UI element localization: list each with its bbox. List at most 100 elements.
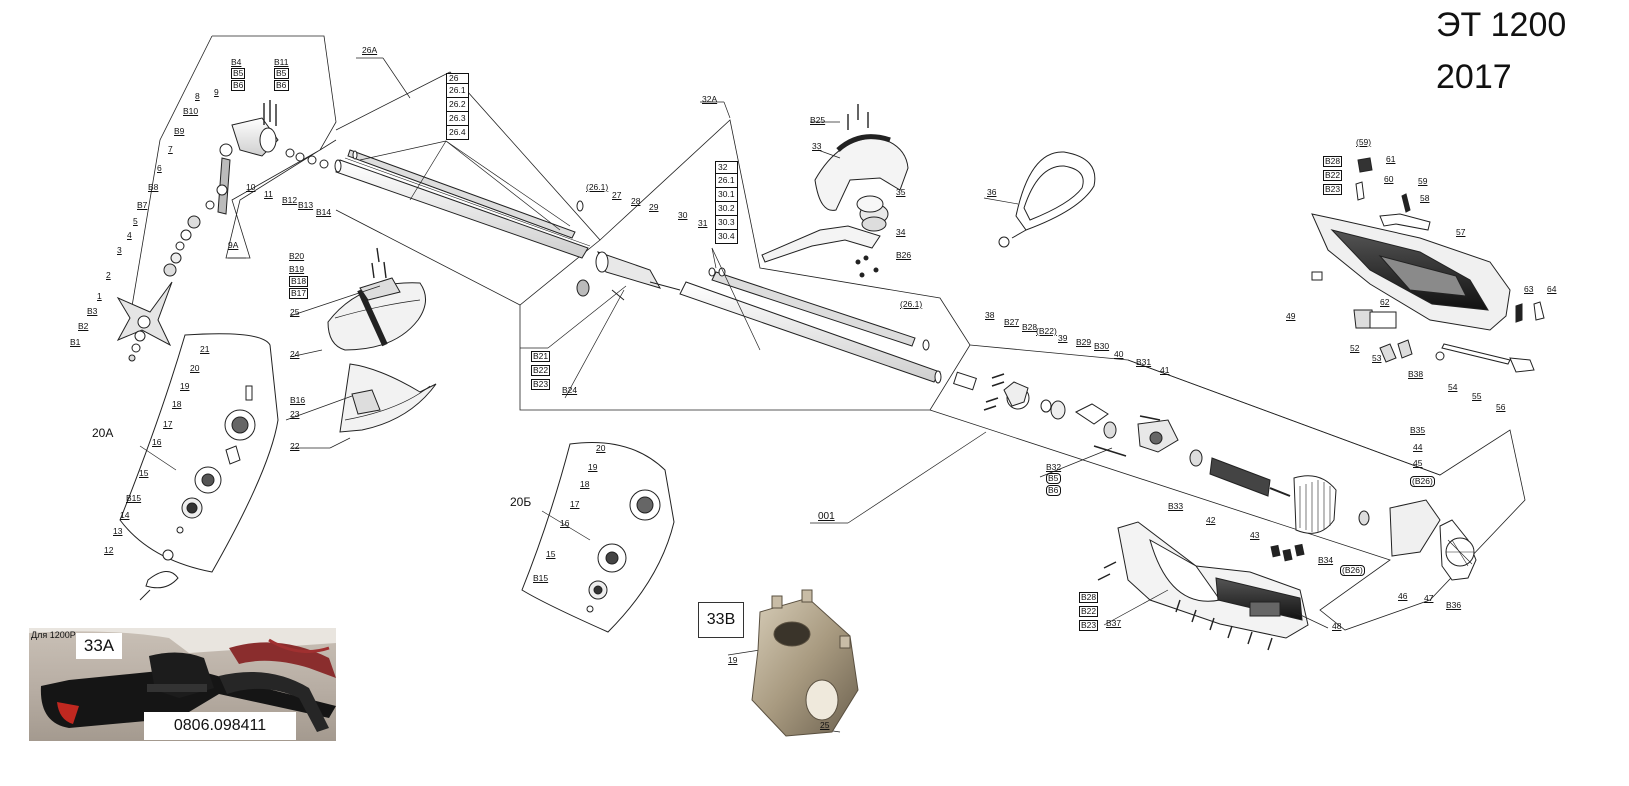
part-label: В26 (896, 250, 912, 260)
part-label: В10 (183, 106, 199, 116)
part-label: 20 (596, 443, 606, 453)
photo-note: Для 1200Р (31, 630, 76, 640)
part-label: 39 (1058, 333, 1068, 343)
part-label: 16 (560, 518, 570, 528)
photo-part-code: 0806.098411 (144, 712, 296, 740)
part-label: 1 (97, 291, 102, 301)
part-label: 44 (1413, 442, 1423, 452)
part-label: 46 (1398, 591, 1408, 601)
part-label: (В26) (1410, 476, 1435, 487)
group-b32: В32 В5 В6 (1046, 462, 1062, 496)
part-label: 2 (106, 270, 111, 280)
part-label: 52 (1350, 343, 1360, 353)
part-label: В24 (562, 385, 578, 395)
model-title: ЭТ 1200 (1436, 6, 1567, 44)
part-label: 29 (649, 202, 659, 212)
part-label: 22 (290, 441, 300, 451)
part-label: В9 (174, 126, 185, 136)
part-label: 11 (264, 189, 273, 199)
inset-33b-part-25: 25 (820, 720, 830, 730)
part-label: В14 (316, 207, 332, 217)
inset-33b-part-19: 19 (728, 655, 738, 665)
part-label: 64 (1547, 284, 1557, 294)
part-label: 14 (120, 510, 130, 520)
lower-housing (1097, 521, 1309, 651)
part-label: 33 (812, 141, 822, 151)
part-label: 16 (152, 437, 162, 447)
shoulder-strap (998, 151, 1096, 248)
part-label: 18 (172, 399, 182, 409)
part-label: 5 (133, 216, 138, 226)
part-label: В34 (1318, 555, 1334, 565)
part-label: В25 (810, 115, 826, 125)
part-label: 21 (200, 344, 210, 354)
part-label: В7 (137, 200, 148, 210)
model-year: 2017 (1436, 58, 1512, 96)
part-label: 7 (168, 144, 173, 154)
part-label: 23 (290, 409, 300, 419)
part-label: (26.1) (900, 299, 923, 309)
part-label: В3 (87, 306, 98, 316)
part-label: 57 (1456, 227, 1466, 237)
part-label: 24 (290, 349, 300, 359)
part-label: 6 (157, 163, 162, 173)
group-32: 32 26.1 30.1 30.2 30.3 30.4 (715, 161, 738, 244)
part-label: 61 (1386, 154, 1396, 164)
part-label: В31 (1136, 357, 1152, 367)
part-label: 27 (612, 190, 622, 200)
part-label: 9 (214, 87, 219, 97)
part-label: В15 (533, 573, 549, 583)
part-label: 18 (580, 479, 590, 489)
part-label: 53 (1372, 353, 1382, 363)
part-label: В38 (1408, 369, 1424, 379)
part-label: 12 (104, 545, 114, 555)
part-label: 19 (180, 381, 190, 391)
part-label: В33 (1168, 501, 1184, 511)
part-label: В37 (1106, 618, 1122, 628)
group-b11: В11 В5 В6 (274, 57, 289, 91)
part-label: 60 (1384, 174, 1394, 184)
callout-26a: 26А (362, 45, 378, 55)
clamp-image-33b (751, 589, 859, 737)
callout-9a: 9А (228, 240, 239, 250)
part-label: 62 (1380, 297, 1390, 307)
part-label: 54 (1448, 382, 1458, 392)
part-label: 34 (896, 227, 906, 237)
part-label: 28 (631, 196, 641, 206)
part-label: В1 (70, 337, 81, 347)
spool-frame-20b (521, 441, 675, 633)
part-label: 13 (113, 526, 123, 536)
part-label: 4 (127, 230, 132, 240)
inset-33b-label: 33В (698, 602, 744, 638)
part-label: 15 (546, 549, 556, 559)
frame-head-left (127, 35, 213, 331)
motor-parts (953, 371, 1477, 581)
frame-head-assembly (212, 35, 337, 259)
part-label: 45 (1413, 458, 1423, 468)
part-label: 36 (987, 187, 997, 197)
part-label: В2 (78, 321, 89, 331)
part-label: 55 (1472, 391, 1482, 401)
loop-handle (761, 104, 909, 278)
part-label: 15 (139, 468, 149, 478)
part-label: 63 (1524, 284, 1534, 294)
coupling-block (576, 251, 681, 301)
part-label: (59) (1356, 137, 1372, 147)
group-b28-left: В28 В22 В23 (1323, 156, 1343, 195)
part-label: В27 (1004, 317, 1020, 327)
upper-housing (1311, 157, 1545, 373)
part-label: 17 (570, 499, 580, 509)
leader-lines (139, 57, 1329, 629)
part-label: В35 (1410, 425, 1426, 435)
part-label: 38 (985, 310, 995, 320)
part-label: (26.1) (586, 182, 609, 192)
guard (327, 247, 437, 433)
part-label: 48 (1332, 621, 1342, 631)
group-b4: В4 В5 В6 (231, 57, 246, 91)
group-26: 26 26.1 26.2 26.3 26.4 (446, 73, 469, 140)
part-label: В29 (1076, 337, 1092, 347)
part-label: 3 (117, 245, 122, 255)
group-b20: В20 В19 В18 В17 (289, 251, 309, 299)
part-label: 42 (1206, 515, 1216, 525)
